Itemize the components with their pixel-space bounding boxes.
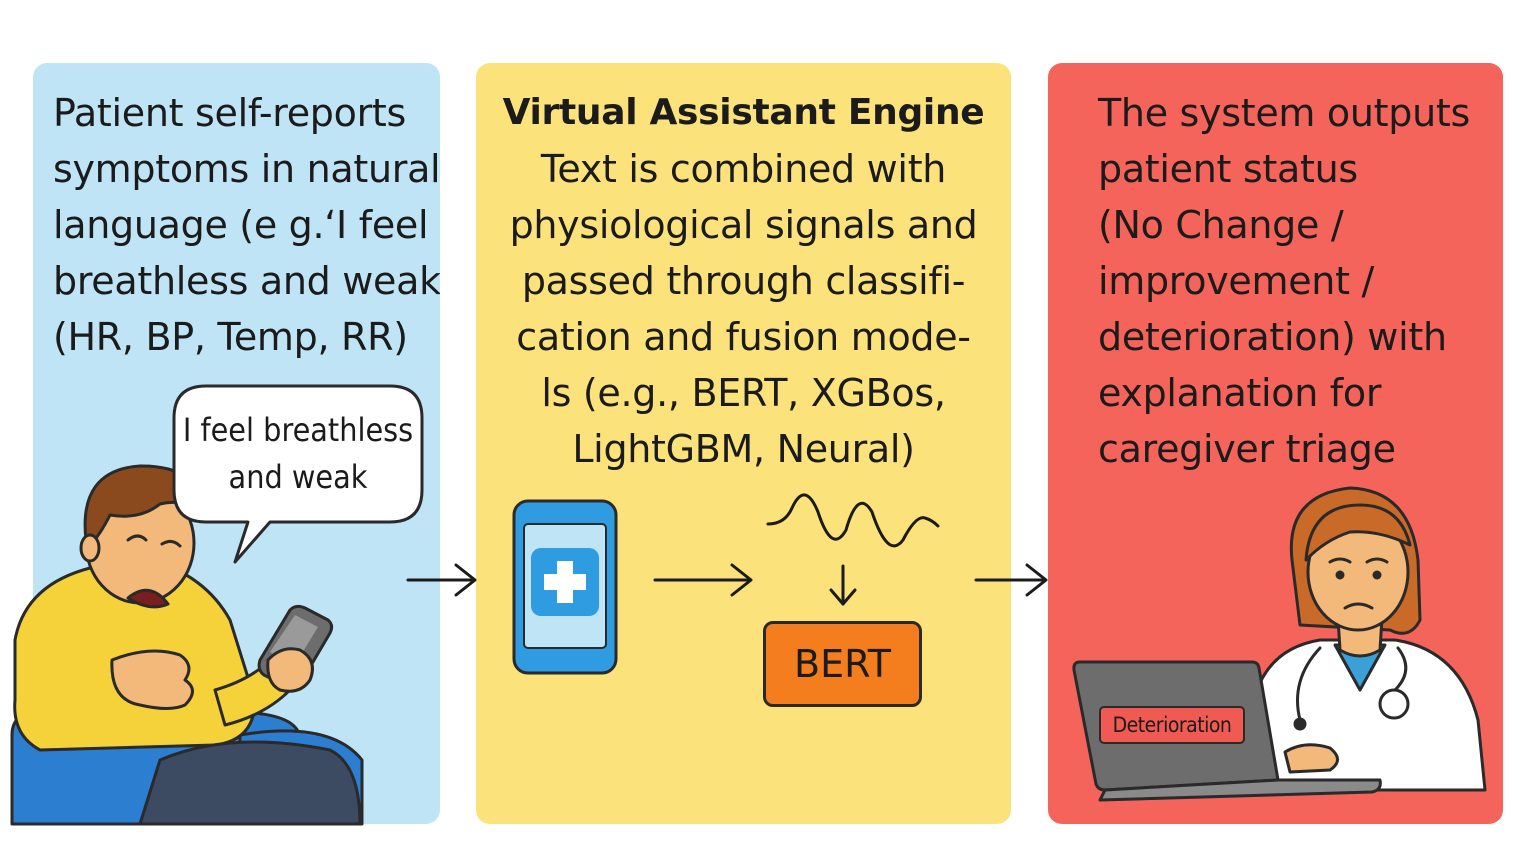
bert-model-box: BERT: [763, 621, 922, 707]
output-line: improvement /: [1098, 259, 1374, 303]
engine-line: passed through classifi-: [521, 259, 966, 303]
speech-bubble-text: I feel breathless and weak: [174, 407, 422, 501]
waveform-icon: [766, 493, 940, 548]
engine-line: LightGBM, Neural): [572, 427, 915, 471]
smartphone-icon: [512, 499, 618, 675]
input-line: symptoms in natural: [53, 147, 440, 191]
input-line: (HR, BP, Temp, RR): [53, 315, 408, 359]
output-line: The system outputs: [1098, 91, 1470, 135]
engine-line: Text is combined with: [540, 147, 947, 191]
deterioration-status-label: Deterioration: [1099, 706, 1245, 744]
engine-title: Virtual Assistant Engine: [502, 92, 985, 133]
input-description: Patient self-reports symptoms in natural…: [53, 85, 440, 365]
speech-bubble-line: I feel breathless: [182, 411, 414, 449]
output-description: The system outputs patient status (No Ch…: [1098, 85, 1470, 477]
output-line: explanation for: [1098, 371, 1382, 415]
engine-line: ls (e.g., BERT, XGBos,: [541, 371, 946, 415]
arrow-right-icon: [406, 563, 477, 597]
engine-description: Virtual Assistant Engine Text is combine…: [476, 85, 1011, 477]
stethoscope-icon: [1293, 646, 1410, 731]
arrow-down-icon: [829, 564, 857, 606]
input-line: Patient self-reports: [53, 91, 406, 135]
engine-line: physiological signals and: [509, 203, 978, 247]
output-line: caregiver triage: [1098, 427, 1396, 471]
arrow-right-icon: [653, 563, 753, 597]
input-line: breathless and weak’): [53, 259, 440, 303]
doctor-icon: [1248, 486, 1487, 792]
output-line: patient status: [1098, 147, 1358, 191]
speech-bubble: [172, 384, 424, 564]
medical-cross-icon: [531, 548, 599, 616]
arrow-right-icon: [974, 563, 1048, 597]
input-line: language (e g.‘I feel: [53, 203, 429, 247]
output-line: deterioration) with: [1098, 315, 1447, 359]
engine-panel: Virtual Assistant Engine Text is combine…: [476, 63, 1011, 824]
engine-line: cation and fusion mode-: [516, 315, 971, 359]
output-line: (No Change /: [1098, 203, 1344, 247]
speech-bubble-line: and weak: [228, 458, 368, 496]
